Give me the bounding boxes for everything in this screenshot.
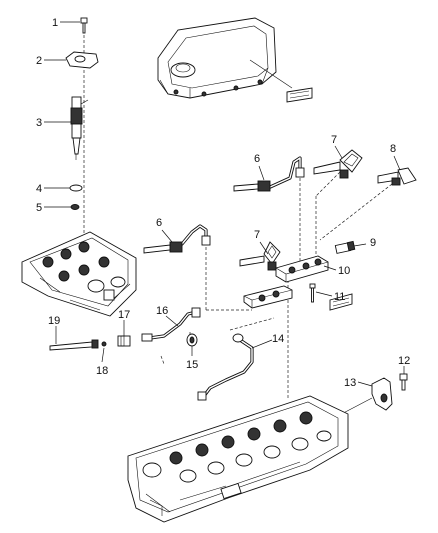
callout-4: 4: [36, 183, 42, 195]
mounting-bracket: [371, 377, 393, 411]
callout-16: 16: [156, 305, 168, 317]
callout-7-upper: 7: [331, 134, 337, 146]
callout-6-upper: 6: [254, 153, 260, 165]
callout-9: 9: [370, 237, 376, 249]
callout-labels: 1 2 3 4 5 6 7 8 6 7 9 10 11 12 13 14 15 …: [36, 17, 410, 389]
glow-plug-far-right: [377, 167, 417, 186]
seal-ring: [101, 341, 107, 347]
glow-plug-rod: [49, 339, 99, 351]
injector-o-ring: [70, 204, 80, 210]
callout-19: 19: [48, 315, 60, 327]
bolt: [80, 17, 88, 34]
callout-5: 5: [36, 202, 42, 214]
callout-7-lower: 7: [254, 229, 260, 241]
injector-seal-washer: [69, 184, 83, 192]
block-label-tag: [329, 293, 353, 311]
callout-15: 15: [186, 359, 198, 371]
injector-clamp: [65, 51, 99, 69]
engine-cover: [157, 17, 293, 99]
callout-1: 1: [52, 17, 58, 29]
banjo-fitting: [186, 333, 198, 347]
cylinder-head-large: [127, 395, 349, 523]
bracket-bolt: [399, 373, 408, 391]
glow-plug-tube-lower: [143, 224, 211, 254]
callout-8: 8: [390, 143, 396, 155]
sensor-harness: [197, 333, 254, 401]
cylinder-head-small: [21, 231, 137, 317]
callout-17: 17: [118, 309, 130, 321]
mounting-bolt: [309, 283, 316, 303]
callout-2: 2: [36, 55, 42, 67]
glow-plug-upper-right: [313, 149, 363, 179]
callout-18: 18: [96, 365, 108, 377]
callout-14: 14: [272, 333, 284, 345]
callout-3: 3: [36, 117, 42, 129]
callout-12: 12: [398, 355, 410, 367]
pressure-sensor: [334, 240, 356, 254]
callout-11: 11: [334, 291, 345, 303]
distribution-block: [275, 255, 329, 283]
plug-fitting: [117, 335, 131, 347]
callout-10: 10: [338, 265, 350, 277]
leader-lines: [44, 21, 405, 387]
return-tube: [141, 307, 201, 342]
glow-plug-tube-upper: [233, 156, 305, 192]
callout-6-lower: 6: [156, 217, 162, 229]
distribution-block-lower: [243, 285, 293, 309]
fuel-injector: [70, 96, 89, 160]
cover-label-tag: [286, 87, 313, 103]
callout-13: 13: [344, 377, 356, 389]
glow-plug-lower-loop: [239, 241, 281, 271]
